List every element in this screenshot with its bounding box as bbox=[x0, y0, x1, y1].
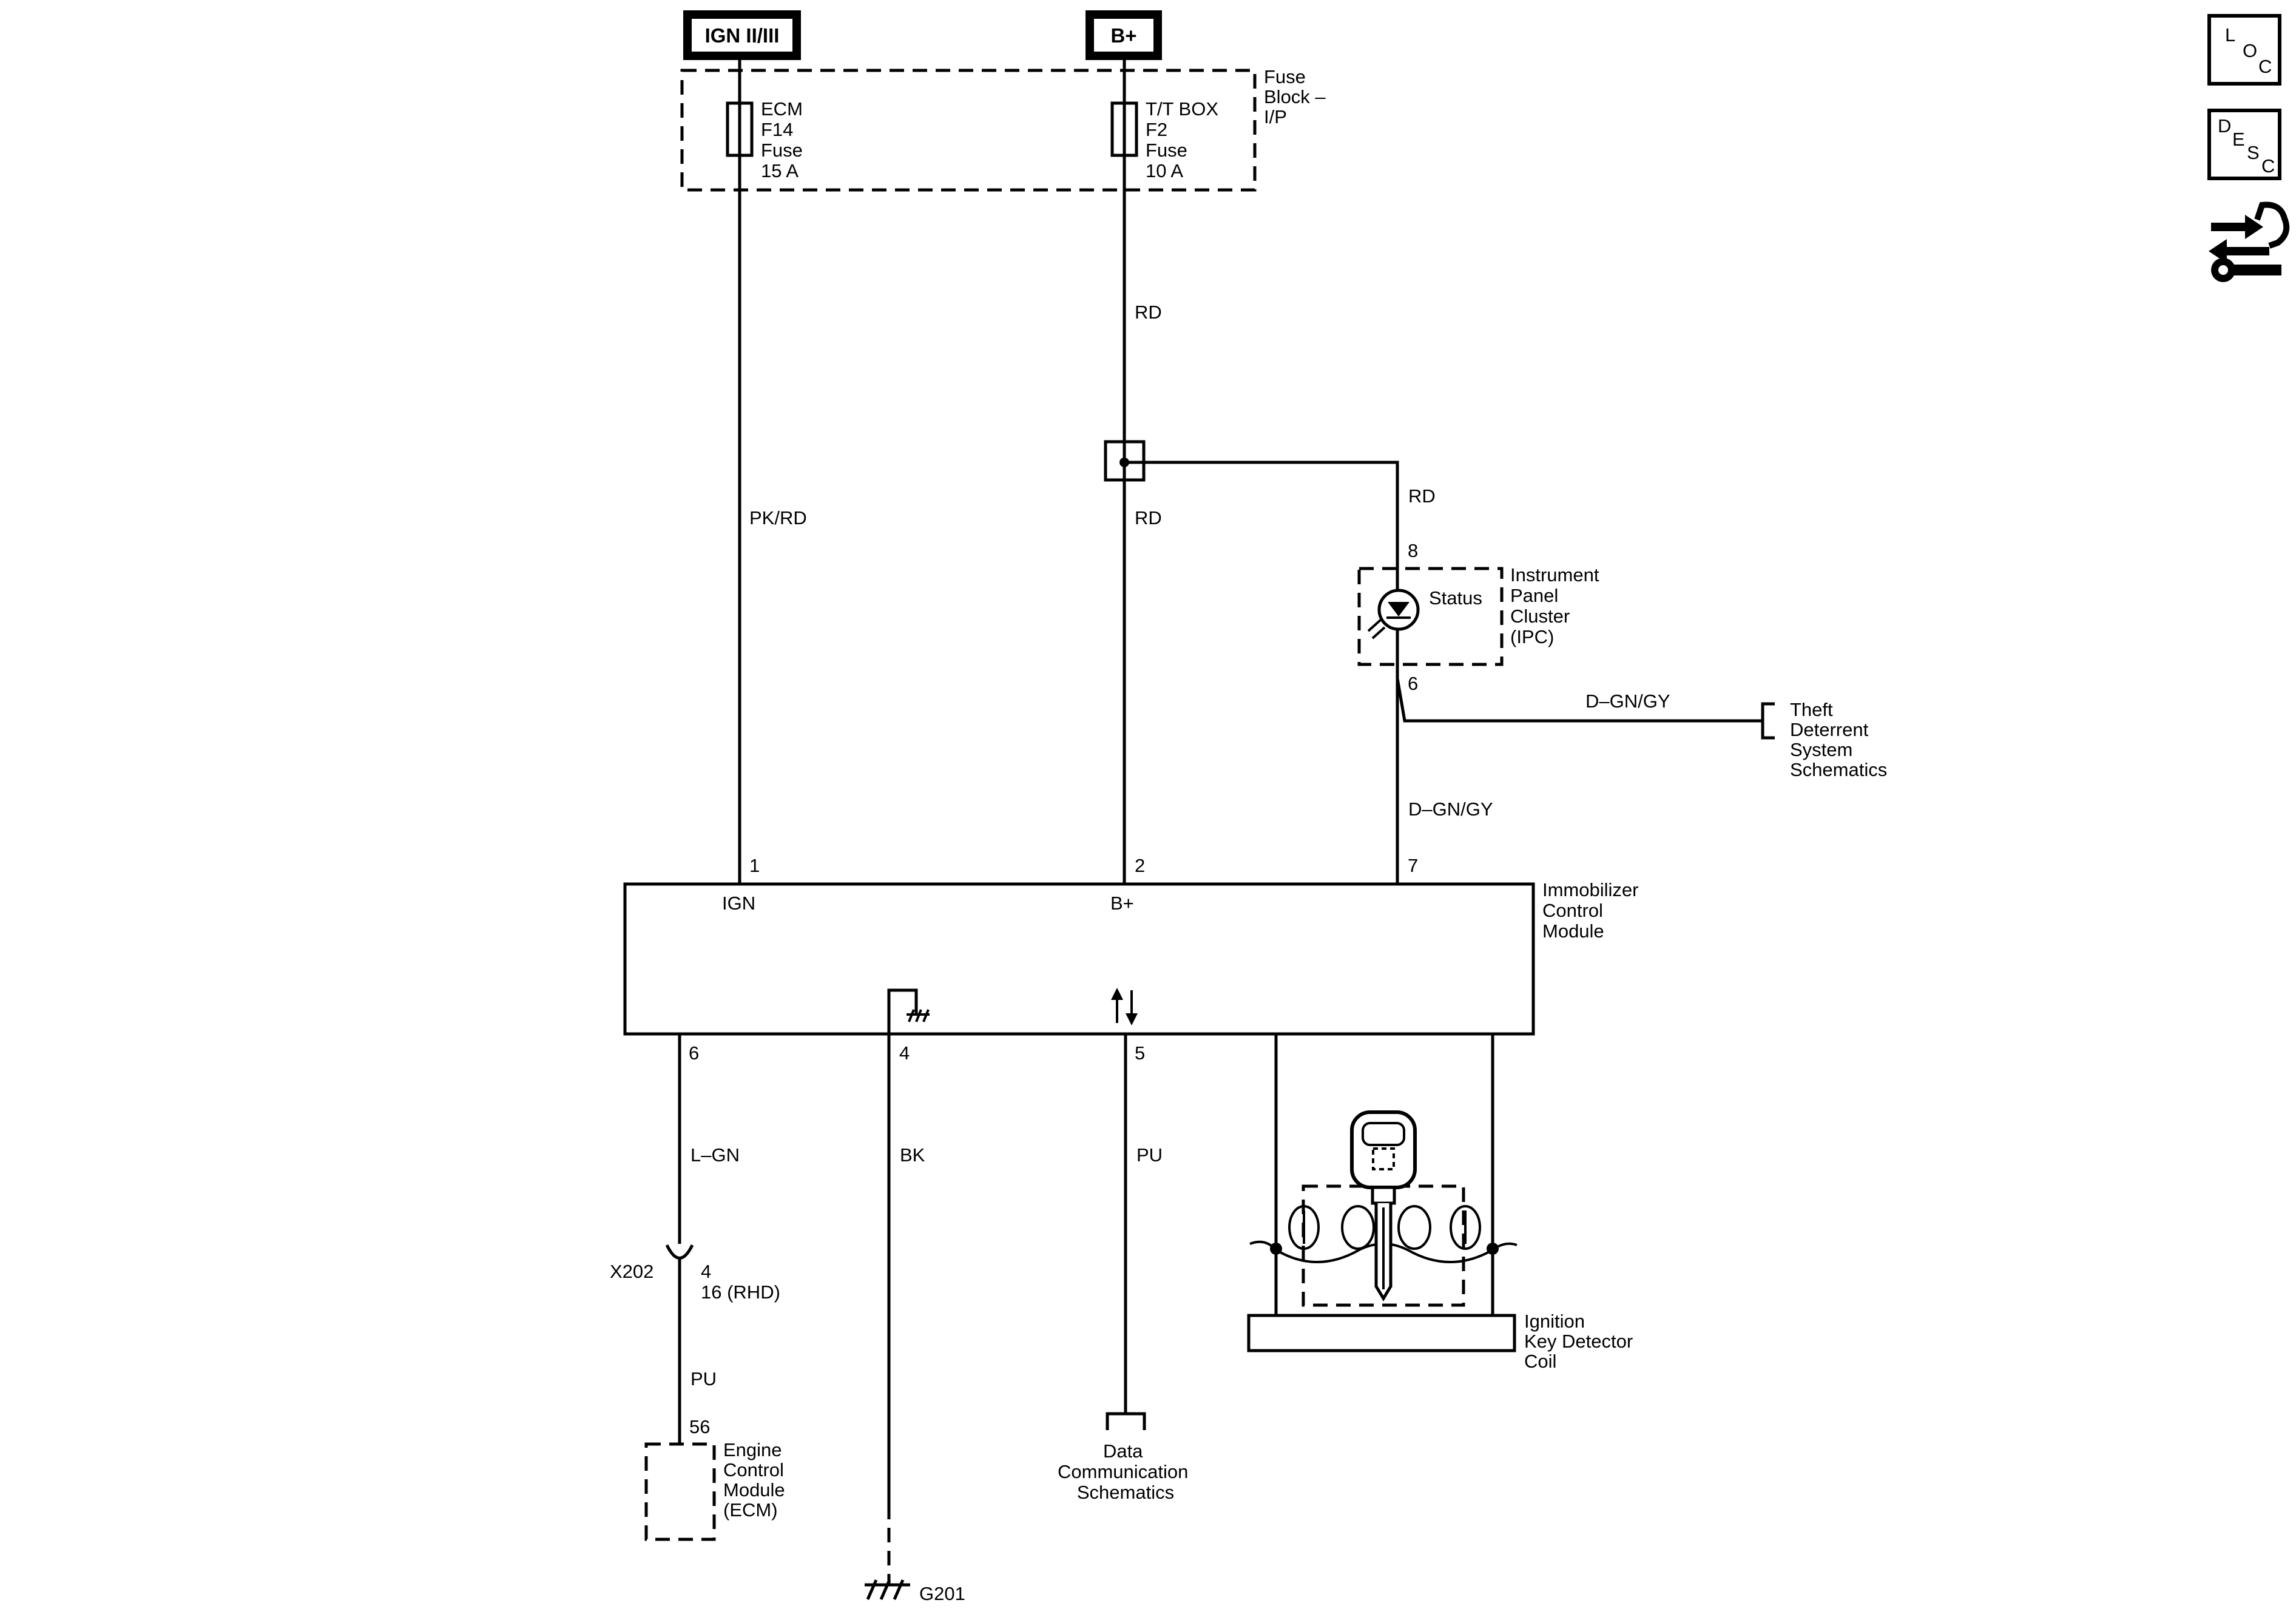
svg-text:O: O bbox=[2243, 40, 2257, 61]
icm-pin-5: 5 bbox=[1135, 1042, 1145, 1064]
icm-ign-label: IGN bbox=[722, 893, 755, 914]
ground-g201-label: G201 bbox=[919, 1583, 965, 1604]
ground-g201-icon[interactable] bbox=[865, 1579, 910, 1601]
wire-label-l-gn: L–GN bbox=[690, 1144, 740, 1166]
wire-rd-ipc[interactable] bbox=[1124, 461, 1399, 569]
ipc-title: Instrument Panel Cluster (IPC) bbox=[1510, 564, 1604, 647]
ipc-status-label: Status bbox=[1429, 587, 1482, 609]
svg-text:L: L bbox=[2225, 24, 2235, 46]
fuse-block-title: Fuse Block – I/P bbox=[1264, 66, 1331, 127]
icm-pin-6: 6 bbox=[689, 1042, 699, 1064]
theft-schematics-label: Theft Deterrent System Schematics bbox=[1790, 699, 1887, 780]
connector-x202-name: X202 bbox=[610, 1261, 653, 1282]
wire-label-dgn-gy-theft: D–GN/GY bbox=[1585, 690, 1670, 712]
ignition-key-detector-coil[interactable] bbox=[1247, 1314, 1516, 1352]
ecm-pin-56: 56 bbox=[689, 1416, 710, 1437]
data-comm-label: Data Communication Schematics bbox=[1058, 1440, 1194, 1503]
immobilizer-control-module[interactable] bbox=[623, 882, 1535, 1036]
data-comm-connector[interactable] bbox=[1106, 1412, 1146, 1430]
connector-x202[interactable] bbox=[665, 1244, 694, 1260]
svg-text:D: D bbox=[2218, 115, 2231, 137]
svg-text:B+: B+ bbox=[1110, 24, 1136, 47]
icm-pin-4: 4 bbox=[899, 1042, 910, 1064]
ecm-fuse-label: ECM F14 Fuse 15 A bbox=[761, 98, 808, 181]
theft-connector[interactable] bbox=[1761, 702, 1775, 740]
wire-label-rd-lower: RD bbox=[1135, 507, 1162, 528]
icm-pin-1: 1 bbox=[749, 855, 760, 876]
ipc-pin-6: 6 bbox=[1408, 673, 1418, 694]
svg-text:C: C bbox=[2258, 56, 2272, 77]
wire-label-rd-upper: RD bbox=[1135, 302, 1162, 323]
wire-label-rd-ipc: RD bbox=[1408, 485, 1436, 507]
wire-label-bk: BK bbox=[900, 1144, 925, 1166]
fuse-block-outline bbox=[680, 69, 1257, 192]
connector-x202-pins: 4 16 (RHD) bbox=[701, 1261, 780, 1303]
icm-pin-7: 7 bbox=[1408, 855, 1418, 876]
key-coil-title: Ignition Key Detector Coil bbox=[1524, 1311, 1638, 1372]
ipc-pin-8: 8 bbox=[1408, 540, 1418, 561]
svg-text:S: S bbox=[2247, 142, 2260, 163]
wire-label-pk-rd: PK/RD bbox=[749, 507, 807, 528]
wire-dgn-gy-theft[interactable] bbox=[1396, 678, 1763, 723]
transmission-icon[interactable] bbox=[2209, 201, 2290, 282]
bplus-source-label[interactable]: B+ bbox=[1086, 10, 1162, 60]
svg-text:IGN II/III: IGN II/III bbox=[705, 24, 780, 47]
ign-source-label[interactable]: IGN II/III bbox=[683, 10, 801, 60]
icm-bplus-label: B+ bbox=[1110, 893, 1134, 914]
ecm-title: Engine Control Module (ECM) bbox=[723, 1439, 790, 1521]
ttbox-fuse-label: T/T BOX F2 Fuse 10 A bbox=[1146, 98, 1224, 181]
data-arrows-icon bbox=[1111, 988, 1138, 1025]
icm-pin-2: 2 bbox=[1135, 855, 1145, 876]
ignition-key-icon bbox=[1249, 1110, 1518, 1307]
ipc-outline bbox=[1357, 567, 1504, 666]
svg-text:E: E bbox=[2232, 129, 2245, 150]
svg-text:C: C bbox=[2261, 155, 2275, 177]
ground-icon bbox=[887, 988, 930, 1034]
led-icon bbox=[1367, 589, 1420, 640]
icm-title: Immobilizer Control Module bbox=[1542, 879, 1644, 942]
description-button[interactable]: D E S C bbox=[2207, 109, 2281, 180]
wire-label-dgn-gy-icm: D–GN/GY bbox=[1408, 798, 1493, 820]
wire-label-pu-ecm: PU bbox=[690, 1368, 717, 1389]
engine-control-module[interactable] bbox=[644, 1442, 716, 1541]
location-button[interactable]: L O C bbox=[2207, 14, 2281, 86]
wire-label-pu-data: PU bbox=[1136, 1144, 1163, 1166]
